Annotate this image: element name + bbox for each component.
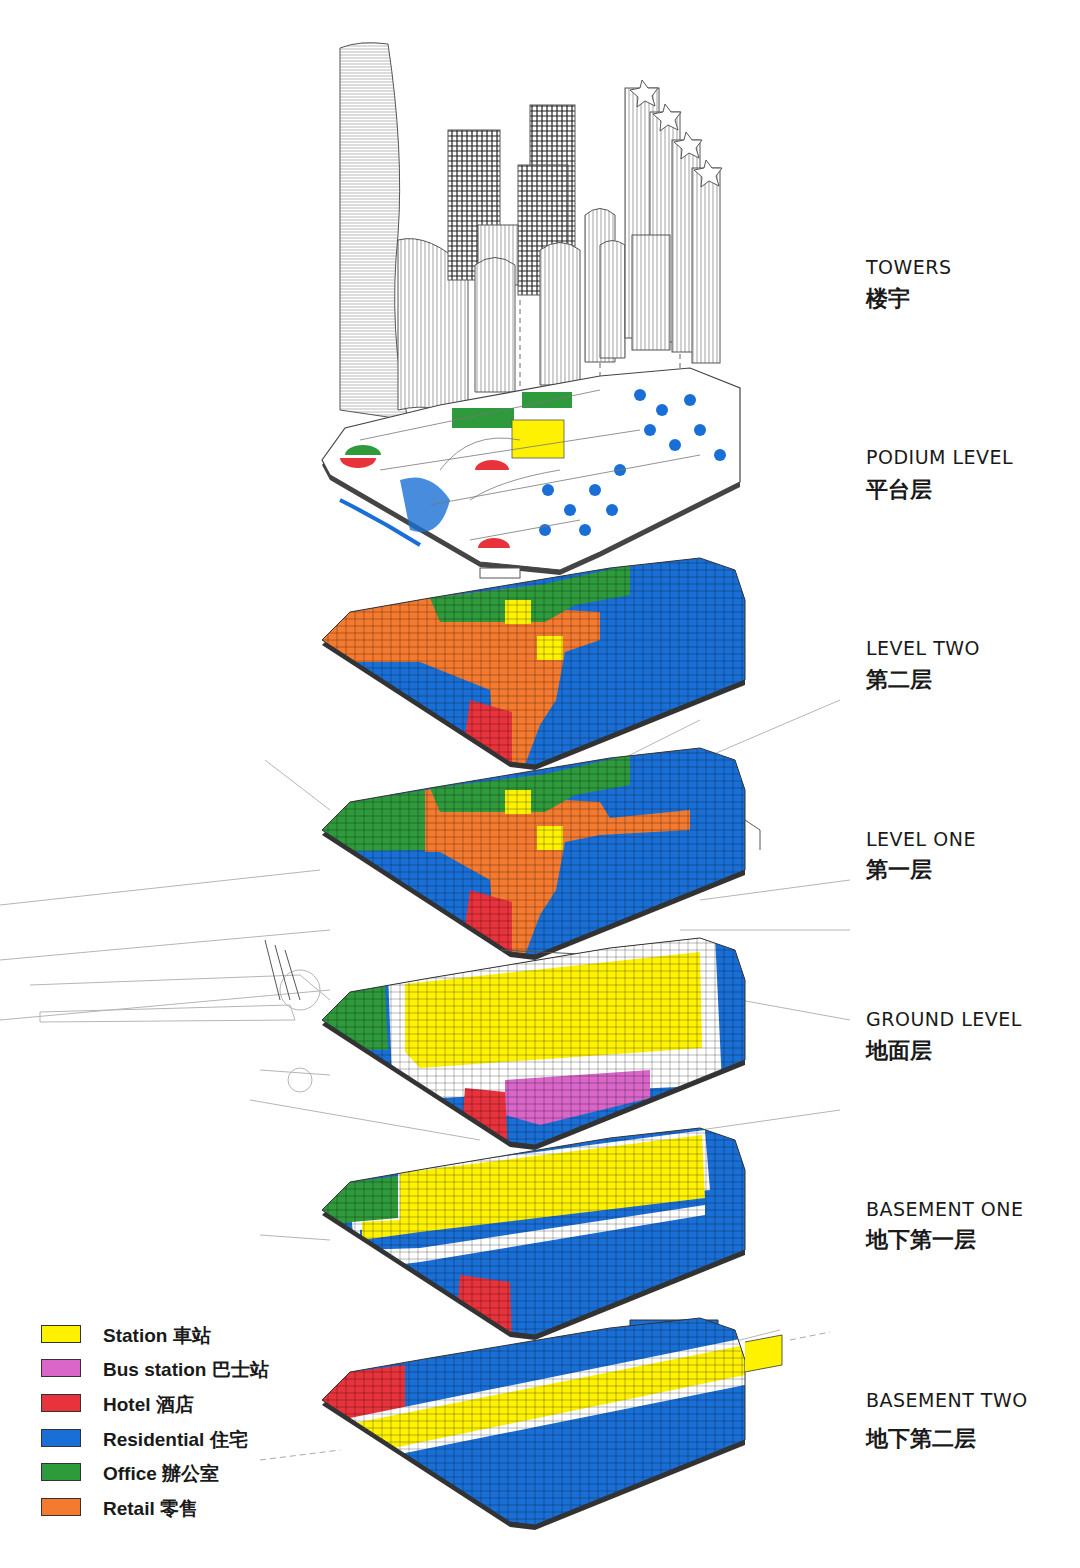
level-label: 地面层 (864, 1036, 934, 1066)
legend-text: Retail 零售 (103, 1496, 198, 1522)
level-label: 第一层 (864, 855, 934, 885)
level-label: BASEMENT TWO (864, 1389, 1030, 1411)
legend-swatch (41, 1498, 81, 1516)
level-label: BASEMENT ONE (864, 1198, 1026, 1220)
level-label: 地下第一层 (864, 1225, 978, 1255)
legend-text: Bus station 巴士站 (103, 1357, 269, 1383)
legend-swatch (41, 1325, 81, 1343)
basement-two-slab (260, 1300, 830, 1540)
level-label: 第二层 (864, 665, 934, 695)
level-label: LEVEL TWO (864, 637, 982, 659)
level-label: PODIUM LEVEL (864, 446, 1015, 468)
podium-slab (322, 368, 740, 578)
towers (340, 43, 722, 425)
legend-swatch (41, 1394, 81, 1412)
road-lines (0, 700, 850, 1350)
ground-level-slab (300, 920, 760, 1160)
legend-text: Hotel 酒店 (103, 1392, 194, 1418)
level-label: 地下第二层 (864, 1424, 978, 1454)
legend-text: Office 辦公室 (103, 1461, 219, 1487)
legend-swatch (41, 1463, 81, 1481)
level-label: 平台层 (864, 475, 934, 505)
level-one-slab (300, 730, 760, 970)
legend-text: Residential 住宅 (103, 1427, 248, 1453)
legend-swatch (41, 1429, 81, 1447)
level-label: GROUND LEVEL (864, 1008, 1024, 1030)
basement-one-slab (300, 1110, 760, 1350)
level-label: TOWERS (864, 256, 954, 278)
legend-swatch (41, 1359, 81, 1377)
level-label: LEVEL ONE (864, 828, 978, 850)
level-label: 楼宇 (864, 284, 912, 314)
level-two-slab (300, 540, 760, 780)
legend-text: Station 車站 (103, 1323, 211, 1349)
